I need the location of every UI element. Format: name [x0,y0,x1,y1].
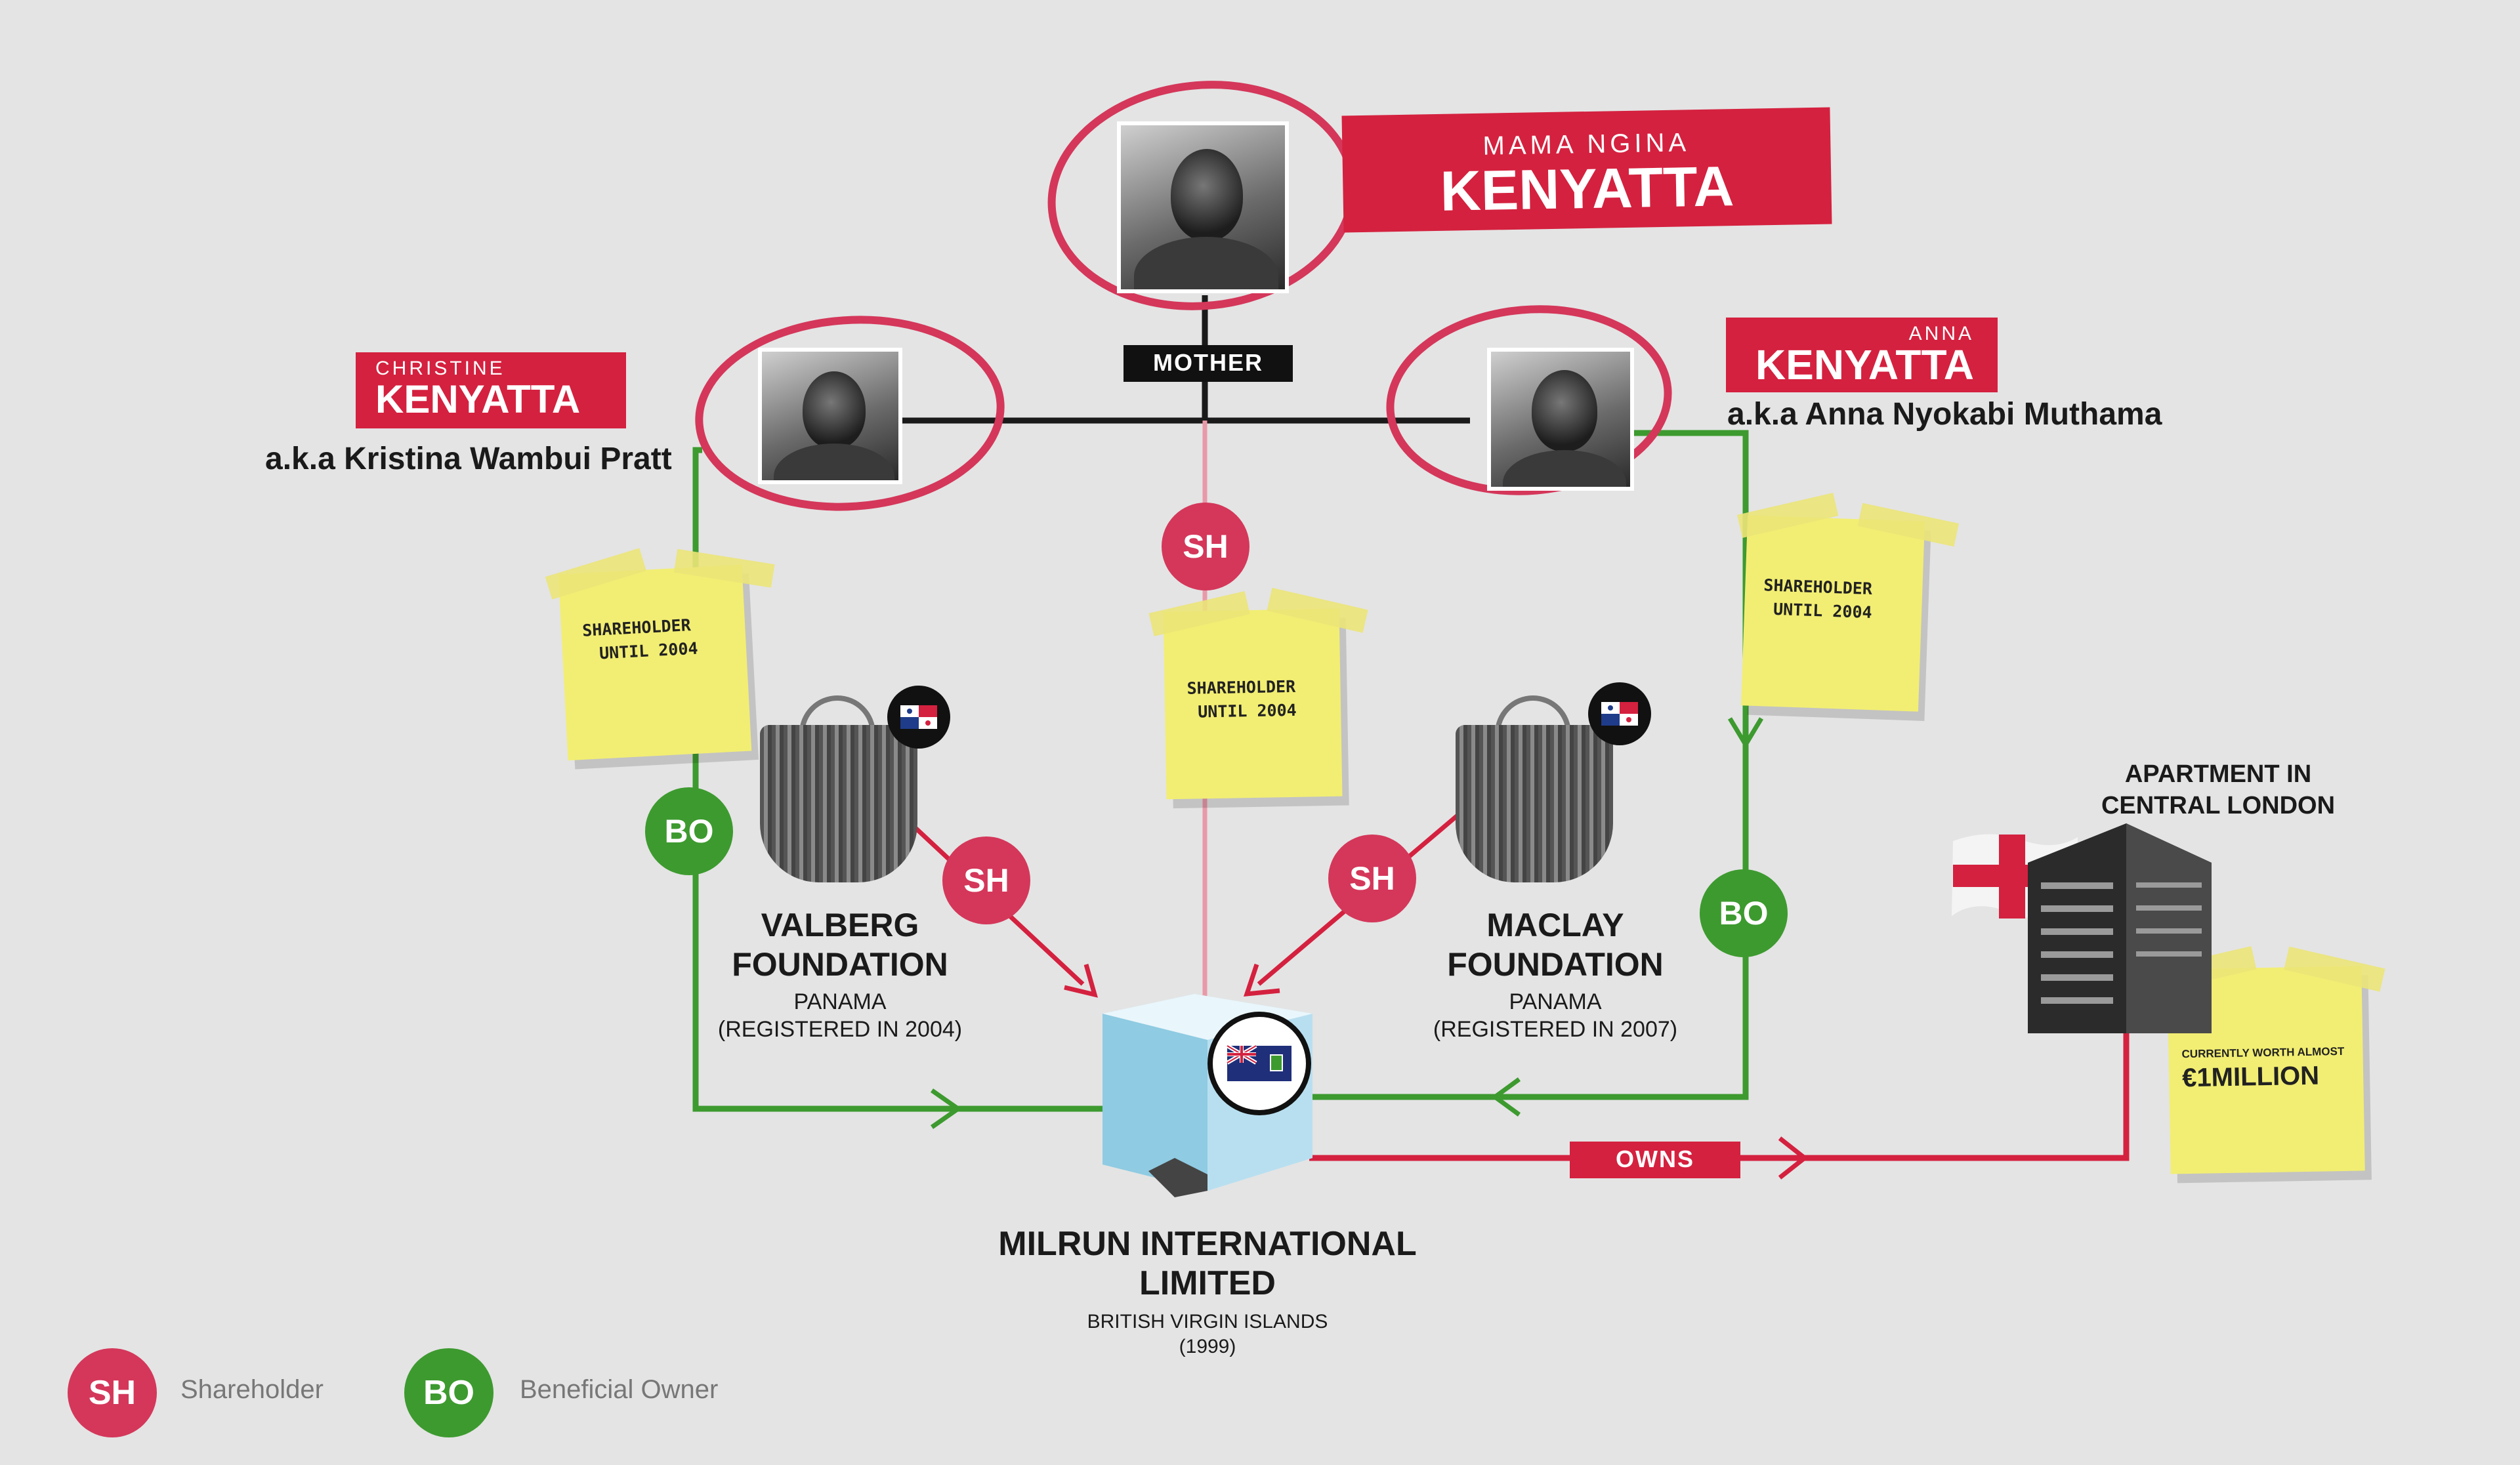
apartment-note-line1: CURRENTLY WORTH ALMOST [2181,1044,2345,1061]
anna-name-tag: ANNA KENYATTA [1726,318,1998,392]
maclay-basket-handle [1495,695,1571,747]
christine-bo-arrow [930,1088,963,1129]
legend-bo-badge: BO [404,1348,494,1437]
apartment-building-icon [2028,823,2212,1033]
legend-sh-label: Shareholder [180,1375,324,1404]
valberg-name-line1: VALBERG [761,907,919,943]
valberg-registered: (REGISTERED IN 2004) [717,1017,963,1042]
christine-circle [695,316,1005,511]
anna-bo-arrow-down [1727,717,1764,749]
valberg-panama-flag-icon [887,686,950,749]
anna-note-line2: UNTIL 2004 [1773,599,1873,623]
milrun-name-line1: MILRUN INTERNATIONAL [998,1225,1417,1263]
anna-photo [1487,348,1634,491]
maclay-registered: (REGISTERED IN 2007) [1433,1017,1678,1042]
maclay-name-line2: FOUNDATION [1447,946,1664,983]
maclay-sh-arrow [1243,963,1280,997]
mama-note-line2: UNTIL 2004 [1197,700,1297,722]
valberg-details: PANAMA (REGISTERED IN 2004) [676,988,1004,1043]
christine-bo-line [692,447,1102,1112]
apartment-name: APARTMENT IN CENTRAL LONDON [2048,758,2389,821]
apartment-note-line2: €1MILLION [2181,1061,2320,1093]
owns-arrow [1778,1136,1809,1180]
mama-note-line1: SHAREHOLDER [1186,676,1296,698]
christine-last-name: KENYATTA [375,377,581,421]
valberg-sh-badge: SH [942,836,1030,924]
milrun-year: (1999) [1179,1336,1236,1357]
mama-sh-badge: SH [1162,503,1250,590]
legend-bo-label: Beneficial Owner [520,1375,719,1404]
mama-ngina-photo [1117,121,1289,293]
maclay-details: PANAMA (REGISTERED IN 2007) [1391,988,1719,1043]
mother-label: MOTHER [1124,345,1293,382]
anna-bo-badge: BO [1700,869,1788,957]
maclay-basket-icon [1456,725,1613,882]
mama-note: SHAREHOLDER UNTIL 2004 [1148,587,1368,800]
owns-label: OWNS [1570,1142,1740,1178]
legend-sh-badge: SH [68,1348,157,1437]
anna-note: SHAREHOLDER UNTIL 2004 [1737,493,1959,712]
christine-note: SHAREHOLDER UNTIL 2004 [545,548,775,761]
valberg-sh-arrow [1064,964,1098,998]
apartment-name-line1: APARTMENT IN [2124,760,2312,788]
valberg-name: VALBERG FOUNDATION [676,905,1004,984]
christine-name-tag: CHRISTINE KENYATTA [356,352,626,428]
maclay-panama-flag-icon [1588,682,1651,745]
christine-first-name: CHRISTINE [375,358,505,379]
maclay-country: PANAMA [1509,989,1602,1014]
valberg-country: PANAMA [793,989,887,1014]
valberg-basket-handle [799,695,875,747]
milrun-details: BRITISH VIRGIN ISLANDS (1999) [984,1310,1431,1359]
anna-last-name: KENYATTA [1755,341,1974,388]
mama-ngina-last-name: KENYATTA [1439,155,1735,223]
christine-bo-badge: BO [645,787,733,875]
anna-bo-arrow-left [1491,1077,1521,1117]
milrun-country: BRITISH VIRGIN ISLANDS [1087,1311,1328,1332]
anna-bo-line [1309,430,1749,1100]
milrun-name: MILRUN INTERNATIONAL LIMITED [984,1224,1431,1303]
maclay-name: MACLAY FOUNDATION [1391,905,1719,984]
apartment-name-line2: CENTRAL LONDON [2101,792,2336,819]
valberg-name-line2: FOUNDATION [732,946,948,983]
christine-aka: a.k.a Kristina Wambui Pratt [265,442,672,476]
milrun-name-line2: LIMITED [1139,1264,1276,1302]
anna-aka: a.k.a Anna Nyokabi Muthama [1727,397,2162,432]
maclay-name-line1: MACLAY [1486,907,1624,943]
mama-ngina-name-tag: MAMA NGINA KENYATTA [1341,107,1832,233]
bvi-flag-icon [1208,1012,1311,1115]
valberg-basket-icon [760,725,917,882]
anna-first-name: ANNA [1908,323,1974,344]
christine-photo [758,348,902,484]
maclay-sh-badge: SH [1328,835,1416,922]
